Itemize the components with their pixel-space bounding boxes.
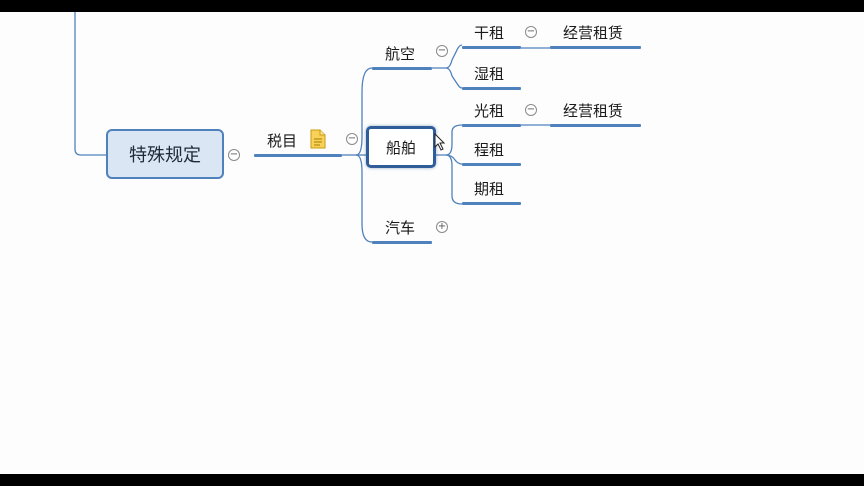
underline-car [372, 241, 432, 244]
node-operating-lease-2[interactable]: 经营租赁 [563, 102, 624, 120]
collapse-icon[interactable]: − [525, 104, 537, 116]
underline-bareboat [462, 124, 521, 127]
connector-wet-lease [445, 67, 463, 89]
node-time-charter[interactable]: 期租 [474, 180, 505, 198]
node-tax-item[interactable]: 税目 [267, 132, 298, 150]
node-wet-lease[interactable]: 湿租 [474, 65, 505, 83]
node-bareboat[interactable]: 光租 [474, 102, 505, 120]
root-node[interactable]: 特殊规定 [106, 129, 224, 179]
connector-dry-lease [432, 44, 463, 69]
underline-dry-lease [462, 46, 521, 49]
collapse-icon[interactable]: − [346, 133, 358, 145]
mouse-cursor-icon [434, 133, 446, 151]
underline-operating-lease-1 [550, 46, 641, 49]
expand-icon[interactable]: + [436, 221, 448, 233]
node-voyage-charter[interactable]: 程租 [474, 141, 505, 159]
underline-time-charter [462, 202, 521, 205]
node-operating-lease-1[interactable]: 经营租赁 [563, 24, 624, 42]
note-icon[interactable] [310, 129, 326, 149]
node-car[interactable]: 汽车 [385, 219, 416, 237]
connector-aviation [355, 67, 373, 156]
node-ship[interactable]: 船舶 [385, 139, 416, 157]
node-aviation[interactable]: 航空 [385, 45, 416, 63]
connector-parent-root [74, 12, 106, 156]
connector-car [355, 154, 373, 243]
collapse-icon[interactable]: − [436, 45, 448, 57]
connector-lines [74, 12, 550, 243]
node-dry-lease[interactable]: 干租 [474, 24, 505, 42]
connector-voyage [445, 154, 463, 165]
underline-tax-item [254, 154, 342, 157]
collapse-icon[interactable]: − [525, 26, 537, 38]
connector-bareboat [436, 124, 463, 156]
root-label: 特殊规定 [129, 145, 201, 166]
underline-voyage-charter [462, 163, 521, 166]
mindmap-canvas: 特殊规定 − 税目 − 航空 − 船舶 汽车 + 干租 − 湿租 经营租赁 光租… [0, 12, 864, 474]
collapse-icon[interactable]: − [228, 149, 240, 161]
connector-time [445, 154, 463, 205]
underline-wet-lease [462, 87, 521, 90]
underline-aviation [372, 67, 432, 70]
underline-operating-lease-2 [550, 124, 641, 127]
